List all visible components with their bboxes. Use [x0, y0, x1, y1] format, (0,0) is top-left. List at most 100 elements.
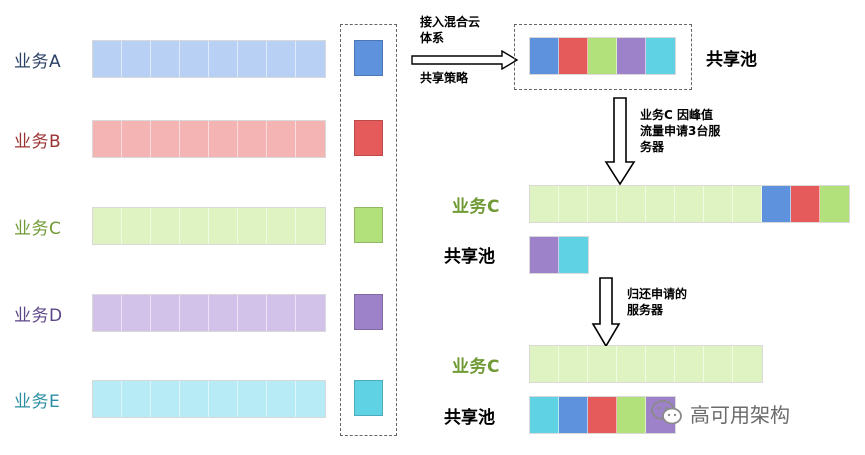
- arrow1-label-line1: 接入混合云: [420, 15, 481, 29]
- server-cell: [704, 186, 733, 222]
- server-cell: [675, 186, 704, 222]
- pool-server-cell: [530, 397, 559, 433]
- server-cell: [151, 295, 180, 331]
- watermark-text: 高可用架构: [690, 402, 790, 427]
- stage3-business-row: [529, 345, 763, 383]
- extracted-server-unit: [354, 294, 383, 330]
- server-cell: [238, 208, 267, 244]
- arrow1-label-bottom: 共享策略: [420, 71, 469, 85]
- arrow-down-icon-2: [591, 277, 621, 348]
- server-cell: [267, 381, 296, 417]
- step1-note-line1: 业务C 因峰值: [640, 108, 713, 122]
- server-cell: [209, 381, 238, 417]
- borrowed-server-cell: [762, 186, 791, 222]
- shared-pool-box: [514, 24, 692, 90]
- server-cell: [646, 186, 675, 222]
- stage3-pool-label: 共享池: [444, 408, 495, 428]
- server-cell: [180, 381, 209, 417]
- business-label: 业务A: [14, 52, 62, 72]
- server-cell: [267, 41, 296, 77]
- arrow1-label-top: 接入混合云 体系: [420, 14, 480, 46]
- stage3-pool-row: [529, 396, 676, 434]
- server-cell: [296, 121, 325, 157]
- server-cell: [180, 208, 209, 244]
- server-cell: [93, 381, 122, 417]
- server-cell: [296, 41, 325, 77]
- server-cell: [122, 41, 151, 77]
- server-cell: [267, 295, 296, 331]
- server-cell: [151, 208, 180, 244]
- server-cell: [151, 381, 180, 417]
- server-cell: [530, 346, 559, 382]
- server-cell: [296, 381, 325, 417]
- server-cell: [122, 295, 151, 331]
- pool-server-cell: [559, 237, 588, 273]
- pool-server-cell: [530, 237, 559, 273]
- server-cell: [122, 381, 151, 417]
- business-label: 业务B: [14, 132, 62, 152]
- server-cell: [93, 121, 122, 157]
- pool-server-cell: [617, 397, 646, 433]
- server-cell: [180, 295, 209, 331]
- server-cell: [238, 41, 267, 77]
- business-server-row: [92, 207, 326, 245]
- pool-server-cell: [559, 397, 588, 433]
- step2-note: 归还申请的 服务器: [627, 286, 687, 318]
- server-cell: [93, 41, 122, 77]
- extracted-units-box: [340, 24, 397, 436]
- server-cell: [209, 121, 238, 157]
- arrow-down-icon: [604, 97, 636, 186]
- business-label: 业务C: [14, 219, 62, 239]
- server-cell: [296, 295, 325, 331]
- extracted-server-unit: [354, 40, 383, 76]
- stage3-business-label: 业务C: [452, 357, 500, 377]
- arrow-right-icon: [411, 50, 519, 70]
- server-cell: [733, 346, 762, 382]
- server-cell: [151, 41, 180, 77]
- server-cell: [559, 346, 588, 382]
- stage2-business-row: [529, 185, 850, 223]
- server-cell: [209, 41, 238, 77]
- server-cell: [209, 295, 238, 331]
- step1-note-line2: 流量申请3台服: [640, 124, 721, 138]
- server-cell: [588, 346, 617, 382]
- server-cell: [617, 346, 646, 382]
- server-cell: [180, 41, 209, 77]
- stage2-business-label: 业务C: [452, 197, 500, 217]
- pool-server-cell: [530, 38, 559, 74]
- borrowed-server-cell: [791, 186, 820, 222]
- server-cell: [646, 346, 675, 382]
- server-cell: [296, 208, 325, 244]
- extracted-server-unit: [354, 120, 383, 156]
- server-cell: [530, 186, 559, 222]
- server-cell: [704, 346, 733, 382]
- server-cell: [93, 295, 122, 331]
- wechat-icon: [651, 400, 682, 425]
- borrowed-server-cell: [820, 186, 849, 222]
- server-cell: [238, 381, 267, 417]
- business-server-row: [92, 40, 326, 78]
- server-cell: [180, 121, 209, 157]
- server-cell: [122, 121, 151, 157]
- server-cell: [238, 121, 267, 157]
- server-cell: [588, 186, 617, 222]
- server-cell: [675, 346, 704, 382]
- step2-note-line1: 归还申请的: [627, 287, 688, 301]
- server-cell: [238, 295, 267, 331]
- server-cell: [93, 208, 122, 244]
- pool-server-cell: [646, 38, 675, 74]
- server-cell: [267, 121, 296, 157]
- business-label: 业务D: [14, 306, 63, 326]
- pool-server-cell: [588, 38, 617, 74]
- stage2-pool-row: [529, 236, 589, 274]
- business-server-row: [92, 294, 326, 332]
- pool-server-cell: [559, 38, 588, 74]
- watermark: 高可用架构: [650, 398, 790, 428]
- business-server-row: [92, 380, 326, 418]
- extracted-server-unit: [354, 207, 383, 243]
- pool-server-cell: [617, 38, 646, 74]
- server-cell: [151, 121, 180, 157]
- server-cell: [122, 208, 151, 244]
- extracted-server-unit: [354, 380, 383, 416]
- server-cell: [559, 186, 588, 222]
